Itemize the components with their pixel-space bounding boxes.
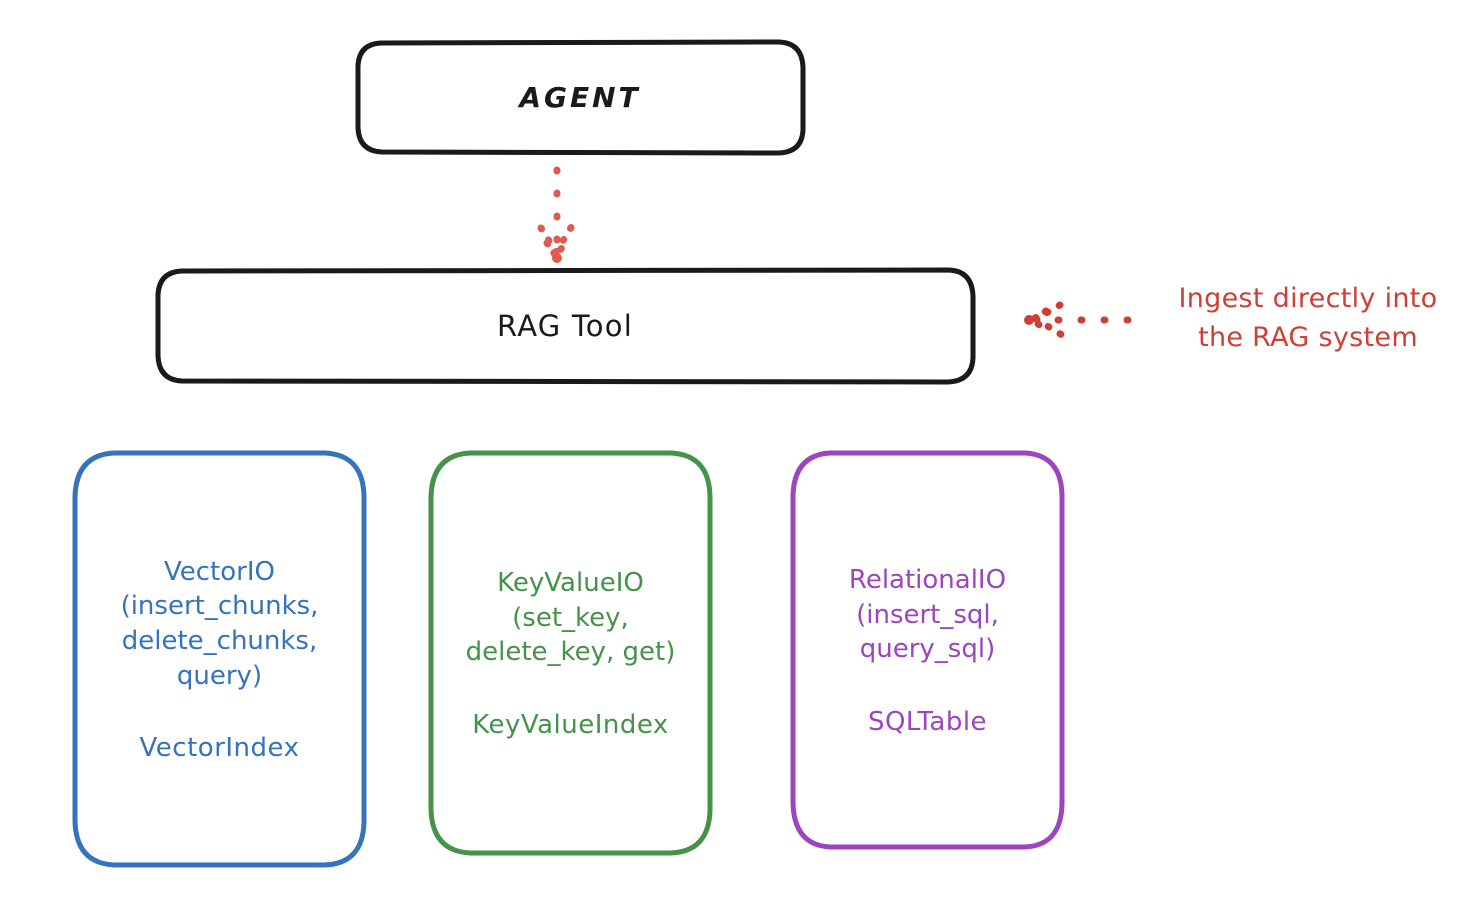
agent-box-outline [355, 40, 805, 155]
edge-note-to-rag-tool [1024, 301, 1132, 339]
node-agent[interactable]: AGENT [355, 40, 805, 155]
key-value-io-box-outline [428, 450, 713, 856]
edge-agent-to-rag-tool [537, 166, 576, 263]
relational-io-api-label: RelationalIO (insert_sql, query_sql) [848, 565, 1007, 665]
key-value-io-api-label: KeyValueIO (set_key, delete_key, get) [465, 568, 676, 668]
node-key-value-io[interactable]: KeyValueIO (set_key, delete_key, get) Ke… [428, 450, 713, 856]
rag-tool-box-outline [155, 268, 975, 384]
vector-io-api-label: VectorIO (insert_chunks, delete_chunks, … [120, 556, 319, 691]
vector-io-box-outline [72, 450, 367, 868]
rag-tool-label: RAG Tool [497, 309, 633, 343]
relational-io-index-label: SQLTable [867, 706, 988, 737]
agent-label: AGENT [519, 81, 641, 114]
relational-io-box-outline [790, 450, 1065, 850]
node-vector-io[interactable]: VectorIO (insert_chunks, delete_chunks, … [72, 450, 367, 868]
node-relational-io[interactable]: RelationalIO (insert_sql, query_sql) SQL… [790, 450, 1065, 850]
vector-io-index-label: VectorIndex [139, 733, 300, 764]
ingest-note-text: Ingest directly into the RAG system [1178, 283, 1438, 354]
node-rag-tool[interactable]: RAG Tool [155, 268, 975, 384]
key-value-io-index-label: KeyValueIndex [472, 709, 669, 740]
